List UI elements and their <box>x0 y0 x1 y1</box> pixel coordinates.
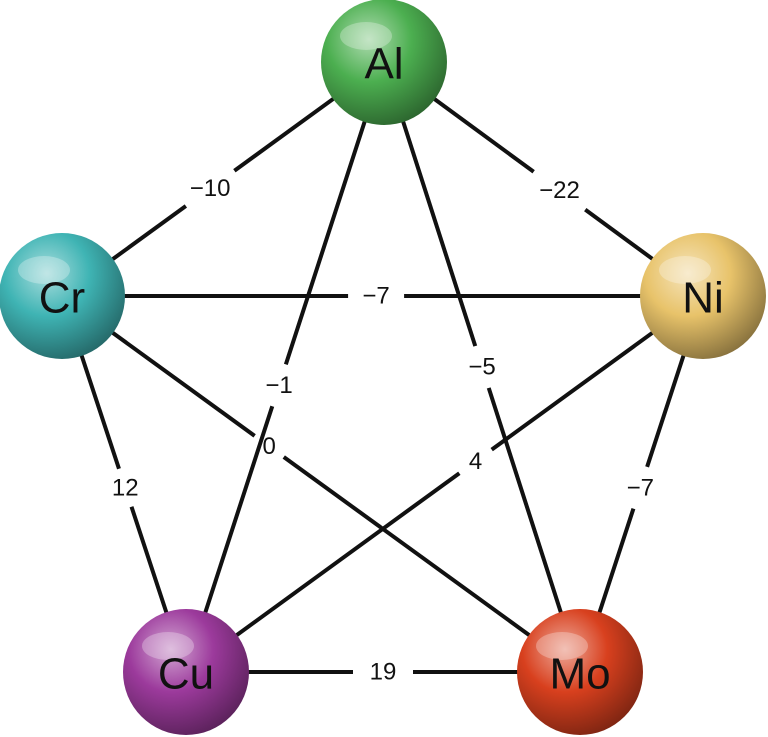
node-highlight <box>18 256 70 284</box>
node-label: Ni <box>682 274 724 323</box>
node-label: Mo <box>549 650 610 699</box>
edge-label: 12 <box>112 474 139 501</box>
edge-label: −10 <box>190 175 231 202</box>
node-sphere <box>0 233 125 359</box>
node-sphere <box>517 609 643 735</box>
node-highlight <box>536 632 588 660</box>
edge-label: 0 <box>263 433 276 460</box>
edge-label: 4 <box>469 448 482 475</box>
node-mo: Mo <box>517 609 643 735</box>
edge-label: −1 <box>265 372 292 399</box>
node-highlight <box>659 256 711 284</box>
edges-layer: −10 −22 −7 −1 −5 12 0 4 −7 19 <box>60 60 705 686</box>
edge-al-cu: −1 <box>184 61 386 673</box>
node-highlight <box>142 632 194 660</box>
node-sphere <box>321 0 447 125</box>
edge-cr-ni: −7 <box>62 283 703 310</box>
edge-label: −7 <box>627 474 654 501</box>
edge-label: 19 <box>370 659 397 686</box>
node-label: Cu <box>158 650 214 699</box>
node-sphere <box>123 609 249 735</box>
node-cr: Cr <box>0 233 125 359</box>
node-al: Al <box>321 0 447 125</box>
node-label: Cr <box>39 274 85 323</box>
edge-label: −22 <box>539 177 580 204</box>
node-highlight <box>340 22 392 50</box>
edge-al-mo: −5 <box>382 61 582 673</box>
edge-cr-mo: 0 <box>60 294 582 674</box>
edge-label: −7 <box>362 283 389 310</box>
node-cu: Cu <box>123 609 249 735</box>
node-label: Al <box>364 40 403 89</box>
edge-label: −5 <box>468 354 495 381</box>
node-sphere <box>640 233 766 359</box>
edge-ni-cu: 4 <box>184 294 705 674</box>
node-ni: Ni <box>640 233 766 359</box>
